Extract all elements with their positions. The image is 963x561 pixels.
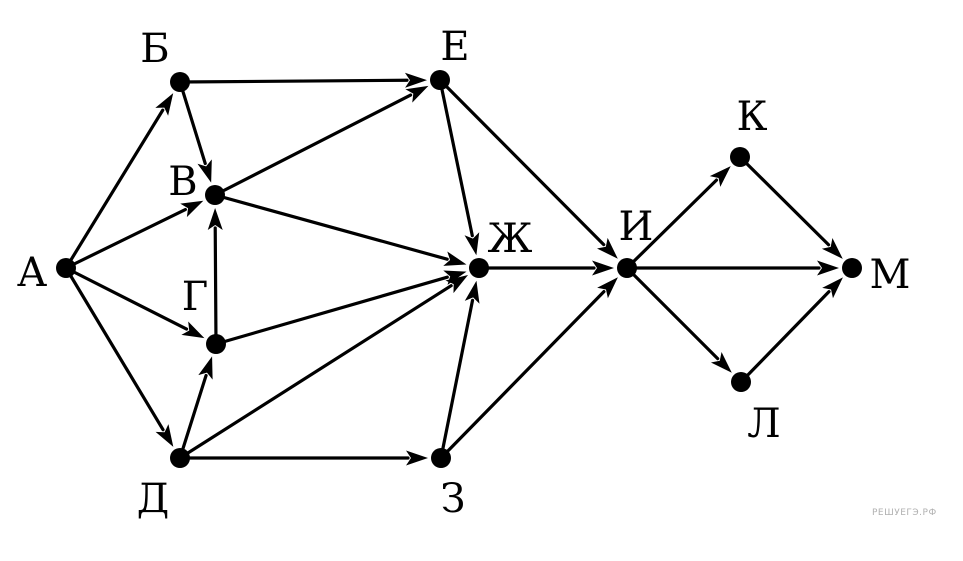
watermark: РЕШУЕГЭ.РФ — [872, 508, 937, 518]
edge-G-ZH — [214, 270, 467, 346]
edge-L-M — [739, 277, 843, 384]
edge-Z-ZH — [439, 280, 480, 460]
edge-D-ZH — [178, 274, 469, 460]
node-B — [170, 72, 190, 92]
edge-A-V — [64, 200, 204, 270]
edge-I-M — [625, 260, 839, 276]
node-M — [842, 258, 862, 278]
node-K — [730, 147, 750, 167]
edge-A-B — [64, 93, 174, 270]
edge-V-E — [213, 85, 429, 197]
graph-edges — [64, 72, 843, 466]
node-label-D: Д — [137, 476, 170, 522]
node-label-ZH: Ж — [488, 216, 533, 262]
edge-I-L — [625, 266, 732, 373]
edge-ZH-I — [477, 260, 614, 276]
node-label-L: Л — [747, 401, 780, 447]
node-V — [205, 185, 225, 205]
node-label-E: Е — [440, 24, 469, 70]
graph-nodes — [56, 70, 862, 468]
edge-D-G — [178, 356, 213, 460]
node-G — [206, 334, 226, 354]
node-label-I: И — [619, 204, 654, 250]
edge-A-G — [64, 266, 205, 339]
node-label-G: Г — [182, 274, 208, 320]
node-label-Z: З — [441, 476, 466, 522]
edge-A-D — [64, 266, 174, 447]
node-label-K: К — [737, 94, 768, 140]
edge-B-E — [178, 72, 428, 88]
edge-Z-I — [439, 277, 618, 460]
edge-B-V — [178, 80, 212, 183]
edge-I-K — [625, 166, 731, 270]
edge-K-M — [738, 155, 843, 259]
edge-V-ZH — [213, 193, 467, 266]
node-E — [430, 70, 450, 90]
node-label-A: А — [17, 250, 47, 296]
node-A — [56, 258, 76, 278]
edge-D-Z — [178, 450, 428, 466]
node-Z — [431, 448, 451, 468]
edge-G-V — [207, 207, 223, 346]
edge-E-I — [438, 78, 618, 259]
edge-E-ZH — [438, 78, 480, 256]
node-label-B: Б — [140, 26, 169, 72]
node-ZH — [469, 258, 489, 278]
node-label-V: В — [168, 159, 197, 205]
node-D — [170, 448, 190, 468]
graph-labels: А Б В Г Д Е Ж З И К Л М — [17, 24, 911, 522]
node-L — [731, 372, 751, 392]
node-label-M: М — [870, 252, 911, 298]
node-I — [617, 258, 637, 278]
